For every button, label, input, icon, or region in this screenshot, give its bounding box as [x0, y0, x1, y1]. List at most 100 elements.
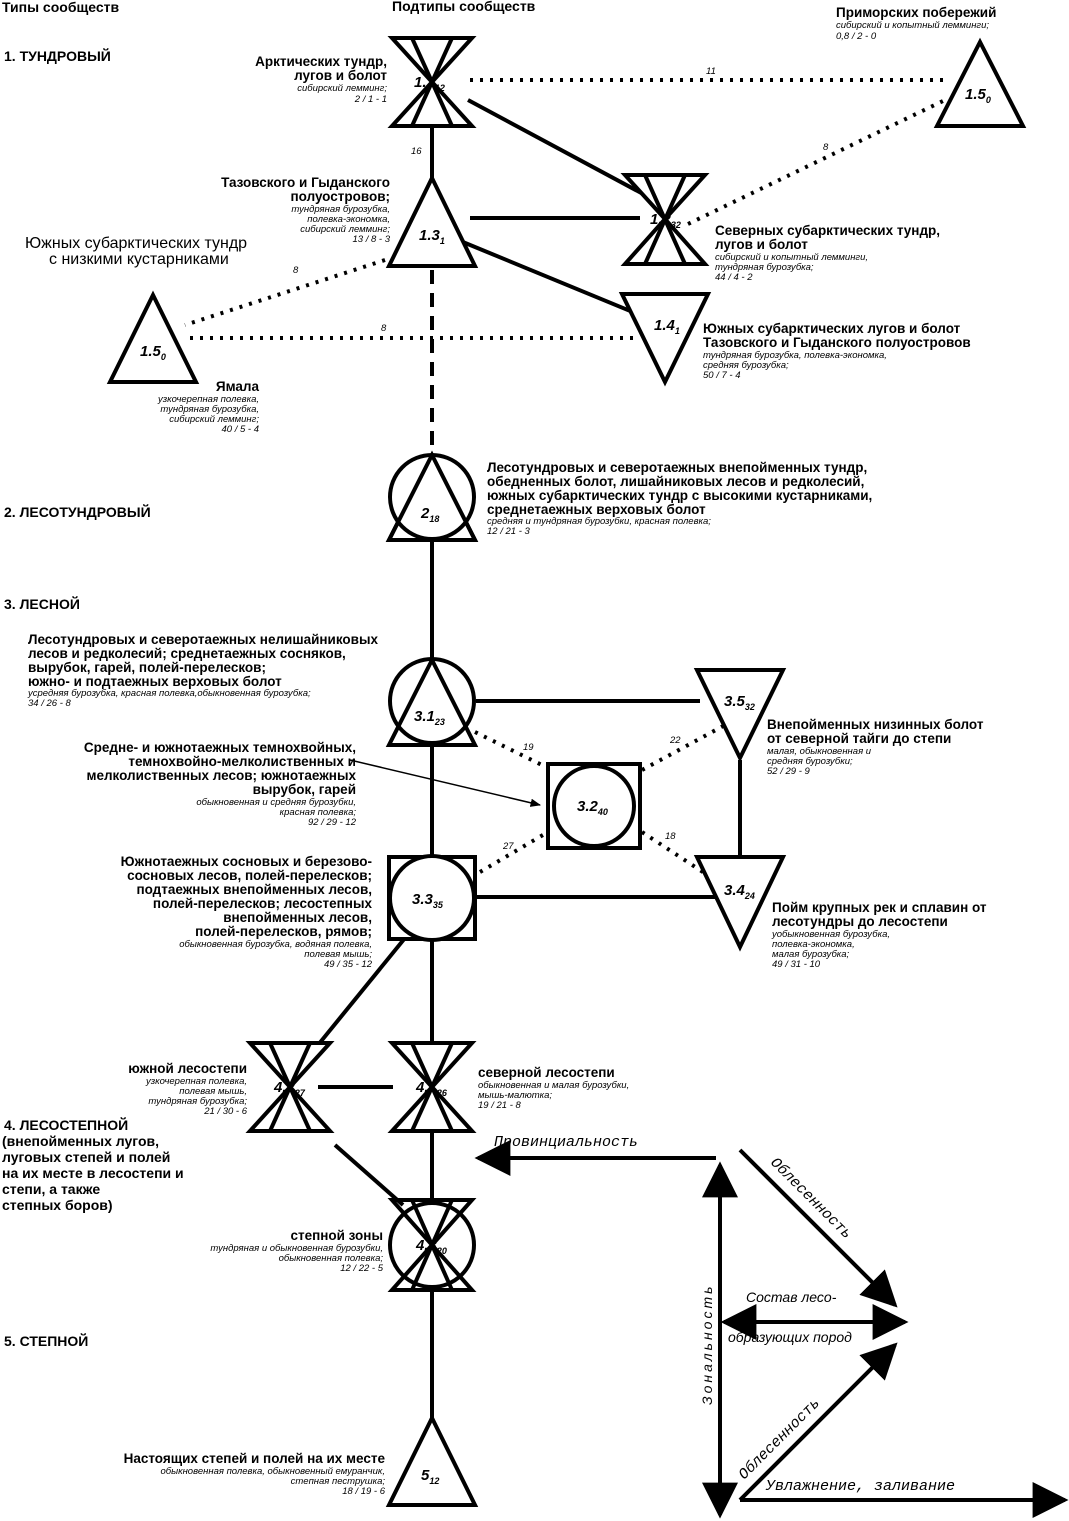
node-4-3[interactable]: 4.320: [387, 1198, 477, 1292]
node-3-5[interactable]: 3.532: [693, 668, 787, 763]
type-forest-steppe-line: на их месте в лесостепи и: [2, 1165, 184, 1181]
title-line: Приморских побережий: [836, 5, 996, 20]
node-1-3[interactable]: 1.31: [385, 173, 479, 268]
species-line: средняя бурозубка;: [703, 360, 789, 371]
title-line: лугов и болот: [294, 68, 387, 83]
edge-13-14: [457, 238, 641, 317]
stats-line: 12 / 22 - 5: [340, 1263, 383, 1274]
stats-line: 34 / 26 - 8: [28, 698, 71, 709]
stats-line: 49 / 31 - 10: [772, 959, 821, 970]
stats-line: 19 / 21 - 8: [478, 1100, 521, 1111]
species-line: сибирский лемминг;: [169, 414, 259, 425]
title-line: от северной тайги до степи: [767, 731, 951, 746]
stats-line: 44 / 4 - 2: [715, 272, 753, 283]
node-1-5-yamal[interactable]: 1.50: [106, 290, 200, 384]
type-forest-steppe-line: степных боров): [2, 1197, 113, 1213]
title-line: Ямала: [216, 379, 260, 394]
node-2[interactable]: 218: [385, 450, 479, 542]
species-line: сибирский лемминг;: [300, 224, 390, 235]
node-1-1[interactable]: 1.112: [387, 36, 477, 128]
node-code: 1.232: [650, 211, 681, 230]
type-forest-steppe: 4. ЛЕСОСТЕПНОЙ (внепойменных лугов, луго…: [2, 1116, 184, 1213]
title-line: мелколиственных лесов; южнотаежных: [86, 768, 356, 783]
node-1-2[interactable]: 1.232: [620, 173, 710, 266]
type-steppe: 5. СТЕПНОЙ: [4, 1332, 88, 1349]
species-line: узкочерепная полевка,: [145, 1076, 247, 1087]
edge-weight: 16: [411, 146, 422, 157]
title-line: южно- и подтаежных верховых болот: [28, 674, 282, 689]
title-line: Тазовского и Гыданского: [221, 175, 390, 190]
node-code: 1.50: [965, 86, 991, 105]
title-line: полей-перелесков, рямов;: [195, 924, 372, 939]
extra-label-line: с низкими кустарниками: [49, 251, 229, 268]
title-line: Северных субарктических тундр,: [715, 223, 940, 238]
node-code: 4.227: [273, 1079, 306, 1098]
node-code: 1.112: [414, 74, 445, 93]
afforestation-top-label: Облесенность: [766, 1155, 854, 1243]
title-line: Пойм крупных рек и сплавин от: [772, 900, 987, 915]
label-2: Лесотундровых и северотаежных внепойменн…: [487, 460, 872, 537]
title-line: полей-перелесков; лесостепных: [153, 896, 373, 911]
type-forest-steppe-line: луговых степей и полей: [2, 1149, 170, 1165]
node-3-3[interactable]: 3.335: [387, 854, 477, 942]
species-line: сибирский и копытный лемминги;: [836, 20, 989, 31]
moisture-label: Увлажнение, заливание: [765, 1478, 955, 1495]
species-line: тундряная бурозубка,: [291, 204, 390, 215]
species-line: обыкновенная полевка, обыкновенный емура…: [160, 1466, 385, 1477]
title-line: лугов и болот: [715, 237, 808, 252]
species-line: малая бурозубка;: [772, 949, 850, 960]
title-line: обедненных болот, лишайниковых лесов и р…: [487, 474, 864, 489]
node-code: 3.424: [724, 882, 755, 901]
edge-11-12: [467, 98, 646, 197]
label-3-3: Южнотаежных сосновых и березово- сосновы…: [121, 854, 373, 970]
edge-weight: 8: [381, 323, 387, 334]
node-1-5-coast[interactable]: 1.50: [933, 37, 1027, 128]
edge-weight: 27: [502, 841, 514, 852]
edge-12-15a-dotted: [687, 98, 946, 226]
species-line: узкочерепная полевка,: [157, 394, 259, 405]
title-line: Лесотундровых и северотаежных внепойменн…: [487, 460, 867, 475]
node-1-4[interactable]: 1.41: [618, 292, 712, 387]
label-1-5-coast: Приморских побережий сибирский и копытны…: [836, 5, 996, 42]
type-forest-steppe-label: 4. ЛЕСОСТЕПНОЙ: [4, 1116, 128, 1133]
species-line: обыкновенная бурозубка, водяная полевка,: [179, 939, 372, 950]
edge-weight: 19: [523, 742, 534, 753]
stats-line: 52 / 29 - 9: [767, 766, 810, 777]
title-line: Внепойменных низинных болот: [767, 717, 984, 732]
title-line: полуостровов;: [291, 189, 390, 204]
stats-line: 13 / 8 - 3: [353, 234, 391, 245]
species-line: тундряная и обыкновенная бурозубки,: [210, 1243, 383, 1254]
title-line: вырубок, гарей: [253, 782, 356, 797]
species-line: усредняя бурозубка, красная полевка,обык…: [27, 688, 311, 699]
stats-line: 18 / 19 - 6: [342, 1486, 385, 1497]
edge-weight: 8: [823, 142, 829, 153]
node-3-1[interactable]: 3.123: [385, 655, 479, 747]
node-code: 1.41: [654, 317, 680, 336]
pointer-arrow-32: [349, 759, 542, 807]
title-line: Средне- и южнотаежных темнохвойных,: [84, 740, 356, 755]
label-1-1: Арктических тундр, лугов и болот сибирск…: [255, 54, 387, 105]
types-header: Типы сообществ: [2, 0, 120, 15]
node-4-2[interactable]: 4.227: [245, 1041, 335, 1133]
node-code: 3.240: [577, 798, 608, 817]
stats-line: 50 / 7 - 4: [703, 370, 741, 381]
node-code: 3.532: [724, 693, 755, 712]
type-forest-steppe-line: (внепойменных лугов,: [2, 1133, 159, 1149]
edge-weight: 11: [706, 66, 716, 77]
title-line: темнохвойно-мелколиственных и: [128, 754, 356, 769]
provinciality-label: Провинциальность: [494, 1134, 638, 1151]
composition-label-2: образующих пород: [728, 1329, 852, 1345]
stats-line: 49 / 35 - 12: [324, 959, 373, 970]
title-line: лесотундры до лесостепи: [772, 914, 948, 929]
afforestation-bottom-arrow: [738, 1342, 898, 1502]
label-4-3: степной зоны тундряная и обыкновенная бу…: [210, 1228, 383, 1274]
title-line: Тазовского и Гыданского полуостровов: [703, 335, 971, 350]
title-line: Арктических тундр,: [255, 54, 387, 69]
axes-legend: [474, 1140, 1069, 1519]
title-line: Южных субарктических лугов и болот: [703, 321, 961, 336]
node-3-4[interactable]: 3.424: [693, 855, 787, 952]
node-4-1[interactable]: 4.126: [387, 1041, 477, 1133]
node-3-2[interactable]: 3.240: [546, 762, 642, 850]
node-5[interactable]: 512: [385, 1413, 479, 1507]
